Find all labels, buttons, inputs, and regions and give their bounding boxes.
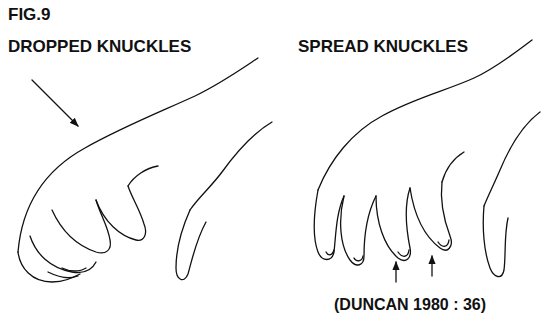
finger-outline	[30, 236, 96, 273]
thumb-outline	[483, 206, 508, 277]
fingernail	[48, 268, 86, 278]
finger-outline	[52, 200, 110, 253]
knuckle-line	[128, 166, 158, 186]
figure-label: SPREAD KNUCKLES	[298, 38, 468, 57]
hand-back-outline	[318, 40, 532, 190]
finger-outline	[341, 196, 376, 265]
wrist-outline	[190, 122, 272, 210]
hand-back-outline	[18, 58, 258, 252]
finger-outline	[376, 188, 410, 260]
knuckle-line	[442, 152, 464, 182]
fingernail	[326, 240, 449, 261]
figure-title: FIG.9	[8, 6, 51, 25]
thumb-outline	[176, 210, 206, 280]
spread-arrow	[395, 262, 396, 282]
wrist-outline	[484, 112, 540, 206]
finger-outline	[410, 182, 451, 250]
finger-outline	[96, 186, 146, 240]
pointer-arrow	[32, 80, 78, 126]
spread-arrow	[431, 256, 432, 276]
spread-knuckles-hand	[314, 40, 540, 282]
finger-outline	[314, 190, 344, 260]
figure-label: DROPPED KNUCKLES	[8, 38, 191, 57]
figure-caption: (DUNCAN 1980 : 36)	[334, 296, 486, 314]
dropped-knuckles-hand	[18, 58, 272, 282]
